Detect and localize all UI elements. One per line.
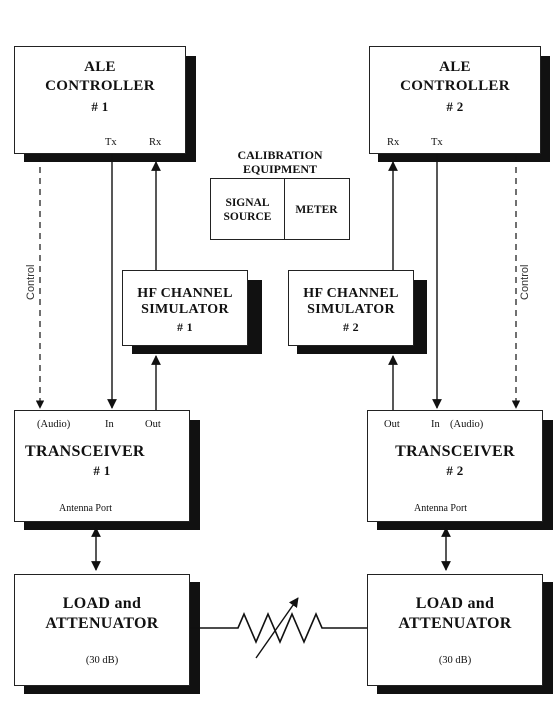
calibration-equipment: SIGNAL SOURCE METER — [210, 178, 350, 240]
ale-controller-1: ALE CONTROLLER # 1 Tx Rx — [14, 46, 186, 154]
sim1-title-line3: # 1 — [177, 320, 193, 334]
ale1-tx-label: Tx — [105, 137, 117, 148]
calibration-title-line1: CALIBRATION — [237, 148, 323, 162]
signal-source-line1: SIGNAL — [225, 197, 270, 209]
ale1-rx-label: Rx — [149, 137, 162, 148]
ale1-title-line3: # 1 — [91, 99, 109, 114]
hf-channel-simulator-2: HF CHANNEL SIMULATOR # 2 — [288, 270, 414, 346]
hf-channel-simulator-1: HF CHANNEL SIMULATOR # 1 — [122, 270, 248, 346]
trx1-antenna-port: Antenna Port — [59, 503, 113, 514]
load1-title-line1: LOAD and — [62, 595, 142, 612]
control-label-left: Control — [25, 265, 37, 300]
load1-title-line2: ATTENUATOR — [45, 615, 159, 632]
trx1-in-label: In — [105, 419, 114, 430]
ale-controller-2: ALE CONTROLLER # 2 Rx Tx — [369, 46, 541, 154]
trx2-out-label: Out — [384, 419, 400, 430]
calibration-title-line2: EQUIPMENT — [242, 162, 317, 176]
load-attenuator-1: LOAD and ATTENUATOR (30 dB) — [14, 574, 190, 686]
load2-title-line1: LOAD and — [415, 595, 495, 612]
trx2-audio-label: (Audio) — [450, 419, 484, 430]
signal-source-line2: SOURCE — [223, 211, 272, 223]
load-attenuator-2: LOAD and ATTENUATOR (30 dB) — [367, 574, 543, 686]
transceiver-1: (Audio) In Out TRANSCEIVER # 1 Antenna P… — [14, 410, 190, 522]
trx1-out-label: Out — [145, 419, 161, 430]
load2-title-line2: ATTENUATOR — [398, 615, 512, 632]
variable-resistor-arrow — [255, 597, 299, 659]
sim2-title-line3: # 2 — [343, 320, 359, 334]
sim2-title-line1: HF CHANNEL — [303, 286, 399, 301]
trx1-audio-label: (Audio) — [37, 419, 71, 430]
load2-db-label: (30 dB) — [438, 655, 472, 666]
sim1-title-line1: HF CHANNEL — [137, 286, 233, 301]
sim1-title-line2: SIMULATOR — [141, 302, 229, 317]
trx1-title-line2: # 1 — [93, 463, 111, 478]
trx2-title-line2: # 2 — [446, 463, 464, 478]
ale1-title-line1: ALE — [84, 59, 116, 75]
calibration-divider — [284, 179, 285, 239]
ale2-tx-label: Tx — [431, 137, 443, 148]
meter-label: METER — [295, 204, 338, 216]
variable-resistor — [190, 611, 368, 645]
ale2-title-line2: CONTROLLER — [400, 78, 510, 94]
ale2-rx-label: Rx — [387, 137, 400, 148]
ale2-title-line3: # 2 — [446, 99, 464, 114]
trx2-title-line1: TRANSCEIVER — [395, 443, 515, 460]
control-label-right: Control — [519, 265, 531, 300]
transceiver-2: Out In (Audio) TRANSCEIVER # 2 Antenna P… — [367, 410, 543, 522]
ale2-title-line1: ALE — [439, 59, 471, 75]
trx2-antenna-port: Antenna Port — [414, 503, 468, 514]
sim2-title-line2: SIMULATOR — [307, 302, 395, 317]
ale1-title-line2: CONTROLLER — [45, 78, 155, 94]
load1-db-label: (30 dB) — [85, 655, 119, 666]
trx2-in-label: In — [431, 419, 440, 430]
trx1-title-line1: TRANSCEIVER — [25, 443, 145, 460]
